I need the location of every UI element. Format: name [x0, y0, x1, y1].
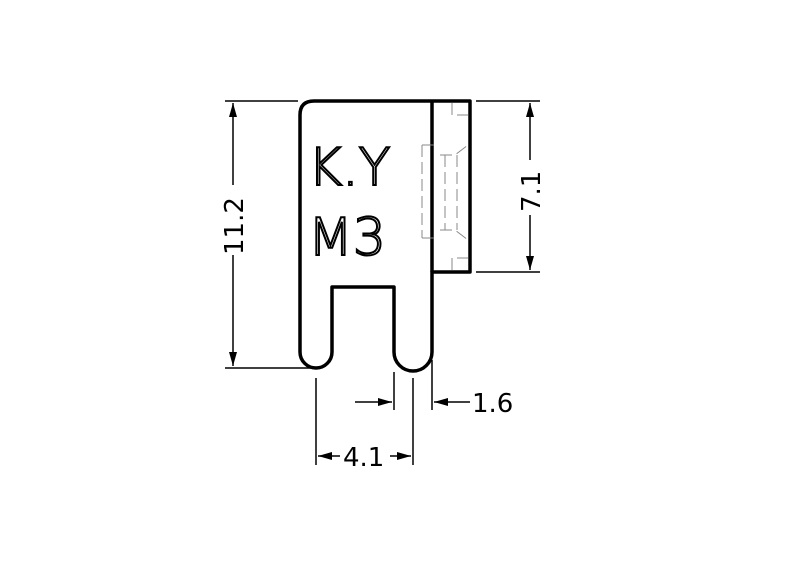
- hidden-lines: [421, 103, 469, 270]
- dimension-leg-width: 1.6: [355, 360, 513, 419]
- dim-7-1-label: 7.1: [517, 171, 547, 212]
- marking-line1: K.Y: [308, 138, 390, 198]
- dimension-height-total: 11.2: [220, 100, 312, 369]
- marking-line2: M3: [308, 208, 386, 268]
- dim-4-1-label: 4.1: [343, 443, 384, 473]
- dim-1-6-label: 1.6: [472, 389, 513, 419]
- dimension-height-tab: 7.1: [476, 100, 547, 273]
- dimension-leg-pitch: 4.1: [315, 378, 414, 473]
- terminal-outline: [298, 99, 472, 373]
- dim-11-2-label: 11.2: [220, 197, 250, 255]
